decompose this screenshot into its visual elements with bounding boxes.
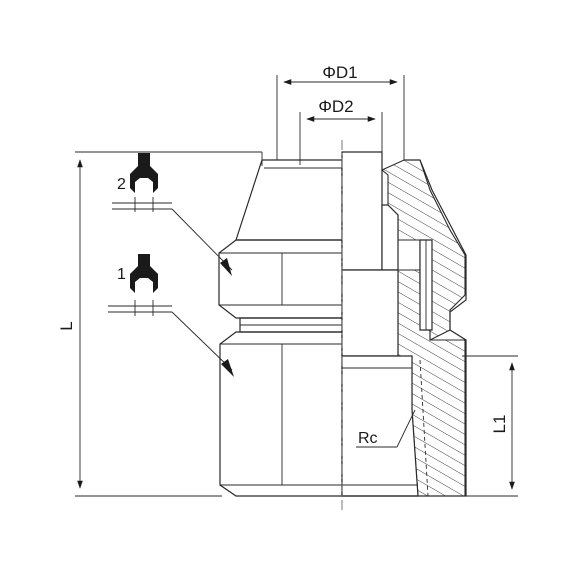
dimension-l1: L1	[462, 355, 518, 497]
fitting-external-view	[218, 152, 343, 497]
dimension-d2: ΦD2	[299, 97, 383, 165]
fitting-section-view	[341, 151, 467, 497]
dimension-l: L	[57, 151, 262, 497]
dimension-d2-label: ΦD2	[318, 97, 353, 116]
wrench-marker-1-number: 1	[117, 266, 126, 283]
thread-leader: Rc	[356, 409, 416, 448]
dimension-d1-label: ΦD1	[322, 63, 357, 82]
dimension-d1: ΦD1	[276, 63, 405, 160]
dimension-l1-label: L1	[490, 415, 509, 434]
wrench-icon	[130, 153, 158, 193]
dimension-l-label: L	[57, 321, 76, 330]
wrench-marker-1: 1	[108, 254, 234, 377]
wrench-marker-2-number: 2	[117, 176, 126, 193]
thread-type-label: Rc	[358, 430, 378, 447]
wrench-marker-2: 2	[112, 153, 233, 276]
wrench-icon	[130, 254, 158, 293]
